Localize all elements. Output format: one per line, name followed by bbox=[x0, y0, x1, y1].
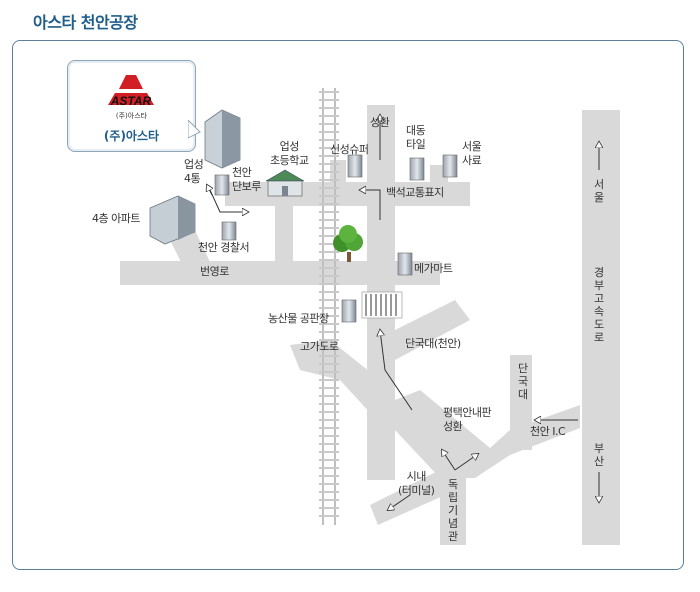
label-nongsanmul: 농산물 공판장 bbox=[268, 312, 329, 325]
label-sinseong-super: 신성슈퍼 bbox=[330, 143, 369, 156]
astar-tower-icon bbox=[204, 109, 241, 169]
tree-icon bbox=[333, 225, 363, 262]
school-icon bbox=[265, 169, 305, 197]
label-mega-mart: 메가마트 bbox=[414, 262, 453, 275]
label-overpass: 고가도로 bbox=[300, 340, 339, 353]
route-arrows bbox=[207, 115, 599, 510]
building-icon bbox=[347, 154, 363, 178]
company-name: (주)아스타 bbox=[103, 129, 160, 143]
road-upper bbox=[225, 182, 470, 206]
railway bbox=[319, 88, 339, 525]
label-dankook-vertical: 단국대 bbox=[517, 362, 529, 401]
label-pyeongtaek: 평택안내판 성환 bbox=[443, 406, 492, 433]
building-icon bbox=[442, 154, 458, 178]
label-seoul-saryo: 서울 사료 bbox=[462, 140, 482, 167]
arrow-icon bbox=[207, 185, 212, 196]
building-icon bbox=[221, 221, 237, 241]
arrow-icon bbox=[388, 494, 411, 510]
callout-tail bbox=[188, 120, 201, 139]
building-icon bbox=[341, 299, 357, 323]
road-dankook-spur bbox=[510, 355, 532, 450]
apartment-icon bbox=[149, 195, 196, 245]
page-title: 아스타 천안공장 bbox=[33, 13, 138, 32]
label-daedong-tile: 대동 타일 bbox=[406, 124, 426, 151]
label-police: 천안 경찰서 bbox=[198, 241, 250, 254]
arrow-icon bbox=[380, 330, 413, 411]
label-upseong-school: 업성 초등학교 bbox=[270, 140, 309, 167]
arrow-icon bbox=[454, 454, 478, 471]
road-gyeongbu bbox=[582, 110, 620, 545]
label-independence-hall: 독립기념관 bbox=[447, 478, 459, 543]
crosswalk bbox=[361, 291, 403, 319]
road-independence bbox=[440, 470, 466, 545]
building-icon bbox=[397, 252, 413, 276]
road-dankook bbox=[395, 300, 470, 360]
label-beonyeong-ro: 번영로 bbox=[200, 265, 229, 278]
arrow-icon bbox=[209, 189, 248, 212]
label-upseong-4tong: 업성 4통 bbox=[184, 158, 204, 185]
building-icon bbox=[409, 157, 425, 181]
logo-subtitle: (주)아스타 bbox=[115, 112, 148, 120]
label-busan-vertical: 부산 bbox=[593, 442, 605, 468]
label-cheonan-ic: 천안 I.C bbox=[530, 425, 566, 438]
arrow-icon bbox=[442, 450, 456, 471]
label-apartment: 4층 아파트 bbox=[92, 212, 140, 225]
label-gyeongbu: 경부고속도로 bbox=[593, 266, 605, 344]
logo-wordmark: ASTAR bbox=[110, 94, 152, 108]
building-icon bbox=[214, 174, 230, 196]
road-overpass bbox=[290, 340, 395, 415]
arrow-icon bbox=[360, 190, 381, 220]
company-callout: ASTAR (주)아스타 (주)아스타 bbox=[67, 60, 196, 152]
buildings bbox=[149, 109, 458, 323]
road-police-spur bbox=[275, 205, 293, 265]
label-cheonan-danboru: 천안 단보루 bbox=[232, 166, 261, 193]
label-seoul-vertical: 서울 bbox=[593, 178, 605, 204]
label-dankook-cheonan: 단국대(천안) bbox=[405, 337, 461, 350]
label-seonghwan-top: 성환 bbox=[370, 116, 390, 129]
label-downtown: 시내 (터미널) bbox=[398, 470, 435, 497]
logo-icon: ASTAR bbox=[108, 75, 154, 108]
road-downtown bbox=[370, 470, 445, 525]
label-baekseok-sign: 백석교통표지 bbox=[386, 186, 444, 199]
